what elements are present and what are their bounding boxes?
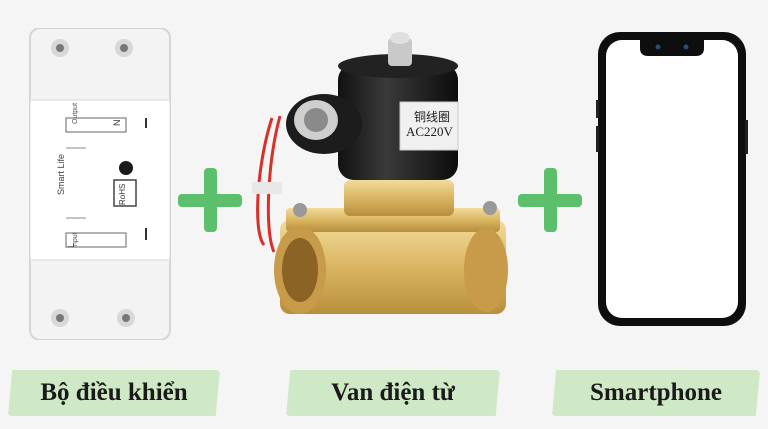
- smart-switch-controller: [29, 28, 171, 340]
- controller-brand-text: Smart Life: [56, 153, 66, 195]
- plus-icon-1: [178, 168, 242, 232]
- controller-label: Bộ điều khiển: [8, 370, 220, 416]
- smartphone-label: Smartphone: [552, 370, 760, 416]
- valve-label: Van điện từ: [286, 370, 500, 416]
- controller-terminal-l-bottom: L: [66, 242, 76, 248]
- solenoid-valve: [252, 32, 508, 314]
- valve-voltage-text: AC220V: [406, 124, 453, 139]
- valve-label-text: 铜线圈: [414, 110, 451, 124]
- controller-output-label: Output: [72, 102, 79, 124]
- controller-terminal-n-top: N: [112, 119, 122, 127]
- smartphone-device: [596, 32, 748, 326]
- controller-rohs-text: RoHS: [118, 183, 127, 205]
- plus-icon-2: [518, 168, 582, 232]
